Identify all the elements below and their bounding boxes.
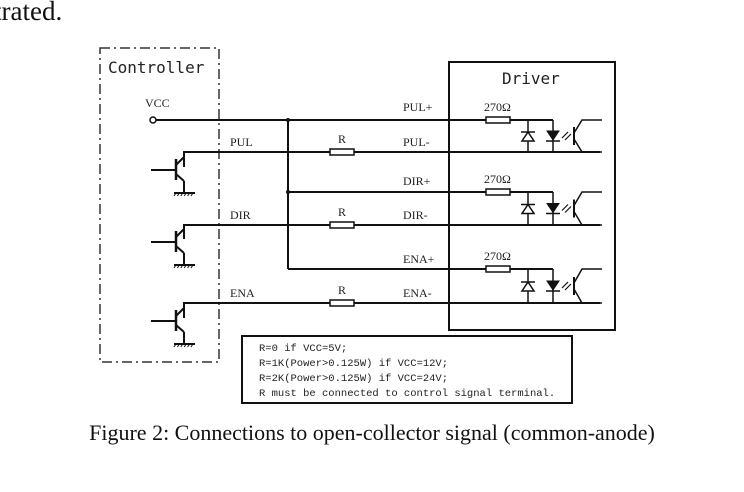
resistor-r-label: R [338,283,346,297]
resistor-r-label: R [338,205,346,219]
pul-label: PUL [230,135,253,149]
controller-box [99,47,220,363]
terminal-pul-minus: PUL- [403,135,430,149]
light-arrow-icon [564,283,572,291]
led-icon [546,203,560,214]
note-line: R must be connected to control signal te… [259,388,555,400]
note-line: R=2K(Power>0.125W) if VCC=24V; [259,373,448,385]
controller-title: Controller [108,58,205,77]
light-arrow-icon [564,133,572,141]
resistor-270-icon [485,116,511,124]
driver-title: Driver [502,69,560,88]
led-icon [546,130,560,141]
ground-icon [173,343,195,348]
intro-text-fragment: trated. [0,0,63,26]
terminal-pul-plus: PUL+ [403,100,433,114]
npn-transistor-icon [151,156,195,197]
npn-transistor-icon [151,228,195,269]
figure-caption: Figure 2: Connections to open-collector … [89,420,655,445]
ground-icon [173,192,195,197]
resistor-270-label: 270Ω [484,172,511,186]
ground-icon [173,264,195,269]
optocoupler-channel: 270Ω [449,100,602,153]
driver-box [448,61,616,331]
led-icon [546,280,560,291]
optocoupler-channel: 270Ω [449,172,602,226]
vcc-label: VCC [145,96,170,110]
light-arrow-icon [561,131,569,139]
light-arrow-icon [561,281,569,289]
ena-label: ENA [230,286,255,300]
resistor-270-label: 270Ω [484,249,511,263]
light-arrow-icon [561,204,569,211]
note-line: R=1K(Power>0.125W) if VCC=12V; [259,358,448,370]
series-resistor [329,148,355,156]
resistor-270-icon [485,265,511,273]
protection-diode-icon [520,280,536,292]
optocoupler-channel: 270Ω [449,249,602,304]
protection-diode-icon [520,203,536,215]
light-arrow-icon [564,206,572,213]
terminal-ena-minus: ENA- [403,286,432,300]
series-resistor [329,221,355,229]
resistor-270-label: 270Ω [484,100,511,114]
terminal-ena-plus: ENA+ [403,252,435,266]
terminal-dir-minus: DIR- [403,208,428,222]
dir-label: DIR [230,208,251,222]
junction-dot [286,118,290,122]
terminal-dir-plus: DIR+ [403,174,431,188]
resistor-270-icon [485,188,511,196]
resistor-r-label: R [338,132,346,146]
note-line: R=0 if VCC=5V; [259,343,347,355]
npn-transistor-icon [151,307,195,348]
series-resistor [329,299,355,307]
protection-diode-icon [520,130,536,142]
vcc-terminal [149,116,157,124]
resistor-notes-box [241,335,573,404]
